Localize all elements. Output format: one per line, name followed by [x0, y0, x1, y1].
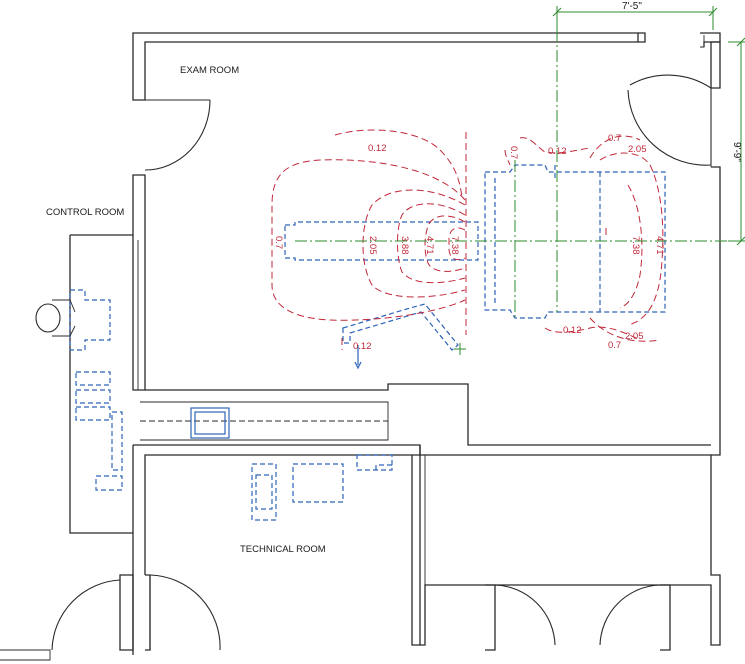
equipment: [35, 164, 666, 521]
iso-label-top-07: 0.7: [508, 146, 519, 159]
isodose-738-left: [448, 227, 466, 261]
isodose-07-top-right: [589, 135, 641, 159]
chair-arms: [52, 299, 76, 337]
sink: [190, 407, 230, 439]
iso-label-left-388: 3.88: [399, 236, 410, 255]
exam-table: [284, 221, 479, 261]
iso-label-left-012: 0.12: [368, 143, 387, 154]
arm-pointer: [354, 345, 362, 370]
iso-label-arm-012: 0.12: [353, 341, 372, 352]
technical-left-door: [149, 574, 221, 651]
control-window: [132, 240, 139, 390]
isodose-388: [397, 203, 466, 284]
exam-right-door: [627, 74, 712, 166]
iso-label-r-738: 7.38: [630, 236, 641, 255]
isodose-012-top-mid: [519, 137, 591, 154]
iso-label-tr-07: 0.7: [608, 133, 621, 144]
bottom-left-jamb: [119, 574, 134, 651]
isodose-205-right: [599, 152, 664, 326]
exam-right-top-stub: [710, 41, 721, 89]
bottom-far-door: [599, 584, 661, 646]
iso-label-b-07: 0.7: [608, 340, 621, 351]
control-left-wall: [69, 235, 133, 534]
doors: [51, 74, 712, 651]
isodose-205-left: [362, 189, 466, 298]
cabinet-1: [251, 463, 277, 521]
isodose-738-471-right: [619, 184, 643, 309]
isodose-labels: 0.12 0.7 2.05 3.88 4.71 7.38 0.7 0.12 0.…: [273, 133, 665, 352]
iso-label-left-738: 7.38: [449, 236, 460, 255]
iso-label-left-471: 4.71: [424, 236, 435, 255]
control-monitor-2: [75, 389, 111, 404]
isodose-07-bottom: [589, 317, 661, 342]
control-monitor-3: [75, 406, 111, 421]
cabinet-2: [292, 463, 344, 503]
control-monitor-1: [75, 371, 111, 386]
iso-label-b-205: 2.05: [625, 331, 644, 342]
bottom-left-door: [51, 579, 121, 651]
bottom-right-door: [494, 584, 556, 646]
isodose-012-top-left: [334, 129, 463, 199]
iso-label-left-205: 2.05: [367, 236, 378, 255]
exam-room-label: EXAM ROOM: [180, 65, 239, 76]
window-marker: [700, 35, 705, 48]
chair: [35, 303, 61, 333]
dimensions: 7'-5" 9'-9": [295, 1, 745, 355]
isodose-012-bottom: [544, 326, 641, 341]
exam-left-wall-lower: [132, 174, 146, 391]
iso-label-tr-205: 2.05: [628, 144, 647, 155]
control-room-label: CONTROL ROOM: [46, 207, 124, 218]
isodose-07-top-small: [504, 149, 511, 166]
bottom-left-stub: [0, 649, 51, 661]
isodose-471-left: [424, 215, 466, 272]
exam-bottom-partition: [145, 383, 711, 446]
scanner-inner: [494, 165, 601, 312]
width-dimension-label: 7'-5": [622, 1, 642, 12]
iso-label-b-012: 0.12: [563, 325, 582, 336]
depth-dimension-label: 9'-9": [731, 142, 742, 162]
technical-room-label: TECHNICAL ROOM: [240, 544, 326, 555]
isodose-curves: [271, 129, 664, 350]
iso-label-r-471: 4.71: [654, 236, 665, 255]
control-console: [69, 289, 111, 351]
bottom-far-jamb: [660, 584, 671, 651]
sink-basin: [194, 411, 226, 435]
bottom-mid-jamb: [145, 574, 151, 651]
exam-top-right-jamb: [638, 32, 646, 43]
width-dimension-line: [556, 6, 714, 30]
technical-right-wall: [411, 445, 421, 646]
lower-right-room-walls: [420, 454, 721, 646]
width-dimension-ticks: [552, 7, 718, 17]
control-panel-lower: [95, 411, 123, 491]
exam-right-wall: [711, 166, 721, 456]
ceiling-arm: [342, 303, 459, 351]
reference-crosshair: [454, 343, 466, 355]
cabinet-1-inner: [255, 474, 273, 510]
bottom-right-jamb: [485, 584, 496, 651]
exam-left-door: [144, 99, 211, 171]
exam-top-right-stub: [700, 32, 721, 47]
iso-label-left-07: 0.7: [273, 236, 284, 249]
cabinet-3: [356, 454, 393, 471]
